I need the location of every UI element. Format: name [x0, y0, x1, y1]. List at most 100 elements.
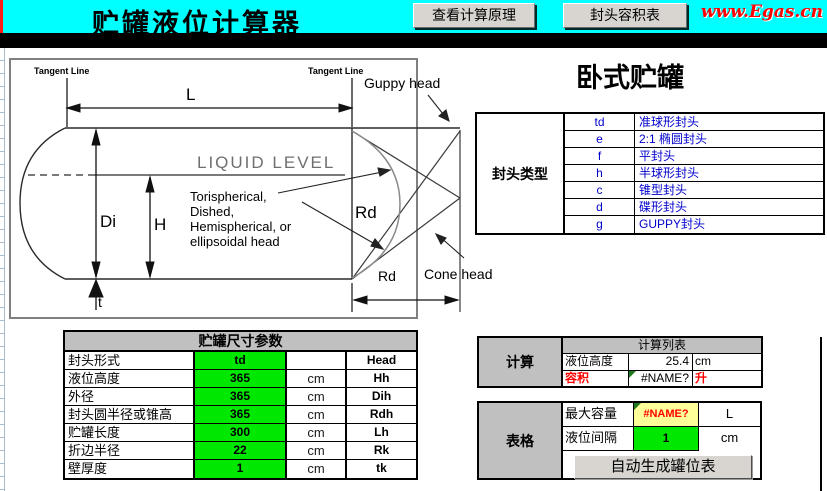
param-row: 外径 365 cm Dih — [65, 388, 416, 406]
calc-row-label: 液位高度 — [563, 354, 629, 370]
param-label: 封头圆半径或锥高 — [65, 406, 195, 423]
head-name: 准球形封头 — [639, 115, 700, 129]
guppy-head-label: Guppy head — [364, 75, 441, 91]
head-type-table: 封头类型 td 准球形封头 e 2:1 椭圆封头 f 平封头 h 半球形封头 c… — [475, 112, 825, 235]
param-input-tank-length[interactable]: 300 — [195, 424, 287, 441]
param-input-head-radius[interactable]: 365 — [195, 406, 287, 423]
table-section-label: 表格 — [479, 403, 563, 478]
page-break-line — [820, 337, 822, 491]
leader-arrows — [277, 94, 465, 259]
head-type-row: e 2:1 椭圆封头 — [565, 131, 823, 148]
head-name: 锥型封头 — [639, 183, 688, 197]
param-label: 壁厚度 — [65, 460, 195, 478]
error-corner-icon — [634, 403, 641, 410]
view-calculation-principle-button[interactable]: 查看计算原理 — [413, 3, 535, 28]
left-edge-marker — [0, 0, 3, 33]
head-code: h — [565, 165, 635, 181]
head-type-row: c 锥型封头 — [565, 182, 823, 199]
calc-section-label: 计算 — [479, 338, 563, 386]
max-capacity-unit: L — [699, 403, 760, 427]
calc-list-title: 计算列表 — [563, 338, 761, 354]
param-unit: cm — [287, 424, 347, 441]
param-row: 贮罐长度 300 cm Lh — [65, 424, 416, 442]
param-label: 外径 — [65, 388, 195, 405]
generate-level-table-button[interactable]: 自动生成罐位表 — [574, 455, 752, 479]
tangent-line-right-label: Tangent Line — [308, 66, 364, 76]
rd-inner-label: Rd — [355, 203, 377, 222]
head-code: g — [565, 216, 635, 233]
param-unit: cm — [287, 442, 347, 459]
param-unit: cm — [287, 388, 347, 405]
level-interval-input[interactable]: 1 — [634, 427, 699, 451]
dimension-Di — [91, 128, 101, 279]
head-name: 2:1 椭圆封头 — [639, 132, 708, 146]
param-row: 液位高度 365 cm Hh — [65, 370, 416, 388]
head-code: c — [565, 182, 635, 198]
param-label: 封头形式 — [65, 352, 195, 369]
head-code: td — [565, 114, 635, 130]
table-row: 最大容量 #NAME? L — [563, 403, 760, 427]
param-input-wall-thickness[interactable]: 1 — [195, 460, 287, 478]
head-name: 平封头 — [639, 149, 676, 163]
max-capacity-value: #NAME? — [634, 403, 699, 427]
tank-params-table: 贮罐尺寸参数 封头形式 td Head 液位高度 365 cm Hh 外径 36… — [63, 330, 418, 480]
param-unit: cm — [287, 370, 347, 387]
head-name: 碟形封头 — [639, 200, 688, 214]
calc-volume-value: #NAME? — [629, 370, 693, 386]
param-input-outer-diameter[interactable]: 365 — [195, 388, 287, 405]
site-logo: www.Egas.cn — [700, 2, 823, 22]
head-type-row: h 半球形封头 — [565, 165, 823, 182]
param-label: 贮罐长度 — [65, 424, 195, 441]
tank-type-title: 卧式贮罐 — [576, 63, 684, 93]
head-code: e — [565, 131, 635, 147]
head-type-row: td 准球形封头 — [565, 114, 823, 131]
dimension-Rd — [351, 283, 460, 312]
calc-section: 计算 计算列表 液位高度 25.4 cm 容积 #NAME? 升 — [477, 336, 763, 388]
head-code: d — [565, 199, 635, 215]
table-section: 表格 最大容量 #NAME? L 液位间隔 1 cm 自动生成罐位表 — [477, 401, 762, 480]
liquid-level-label: LIQUID LEVEL — [197, 153, 336, 172]
param-symbol: Rk — [373, 443, 390, 457]
param-row: 封头圆半径或锥高 365 cm Rdh — [65, 406, 416, 424]
param-unit — [287, 352, 347, 369]
param-row: 壁厚度 1 cm tk — [65, 460, 416, 478]
cone-head-label: Cone head — [424, 266, 493, 282]
head-volume-table-button[interactable]: 封头容积表 — [563, 3, 687, 28]
button-area: 自动生成罐位表 — [563, 451, 760, 479]
head-name: GUPPY封头 — [639, 217, 706, 231]
param-unit: cm — [287, 460, 347, 478]
dim-L-label: L — [186, 85, 196, 104]
param-input-head-type[interactable]: td — [195, 352, 287, 369]
head-type-row: f 平封头 — [565, 148, 823, 165]
calc-row-unit: cm — [695, 354, 711, 368]
t-label: t — [98, 294, 102, 310]
calc-row: 液位高度 25.4 cm — [563, 354, 761, 371]
calc-liquid-height-value: 25.4 — [629, 354, 693, 370]
error-corner-icon — [629, 370, 636, 378]
head-name: 半球形封头 — [639, 166, 700, 180]
param-input-knuckle-radius[interactable]: 22 — [195, 442, 287, 459]
param-input-liquid-height[interactable]: 365 — [195, 370, 287, 387]
param-unit: cm — [287, 406, 347, 423]
param-label: 液位高度 — [65, 370, 195, 387]
dim-Di-label: Di — [100, 212, 117, 231]
divider-bar — [0, 33, 827, 48]
params-table-title: 贮罐尺寸参数 — [65, 332, 416, 352]
dim-H-label: H — [154, 215, 167, 234]
param-symbol: Lh — [374, 425, 389, 439]
max-capacity-label: 最大容量 — [563, 403, 634, 427]
dimension-L — [65, 103, 354, 113]
calc-row: 容积 #NAME? 升 — [563, 370, 761, 386]
calc-row-label: 容积 — [563, 370, 629, 386]
head-type-row: d 碟形封头 — [565, 199, 823, 216]
calc-row-unit: 升 — [695, 370, 708, 385]
table-row: 液位间隔 1 cm — [563, 427, 760, 451]
head-description-note: Torispherical, Dished, Hemispherical, or… — [190, 189, 292, 249]
param-symbol: Dih — [371, 389, 392, 403]
param-symbol: tk — [376, 461, 387, 475]
head-code: f — [565, 148, 635, 164]
param-row: 封头形式 td Head — [65, 352, 416, 370]
param-label: 折边半径 — [65, 442, 195, 459]
level-interval-label: 液位间隔 — [563, 427, 634, 451]
